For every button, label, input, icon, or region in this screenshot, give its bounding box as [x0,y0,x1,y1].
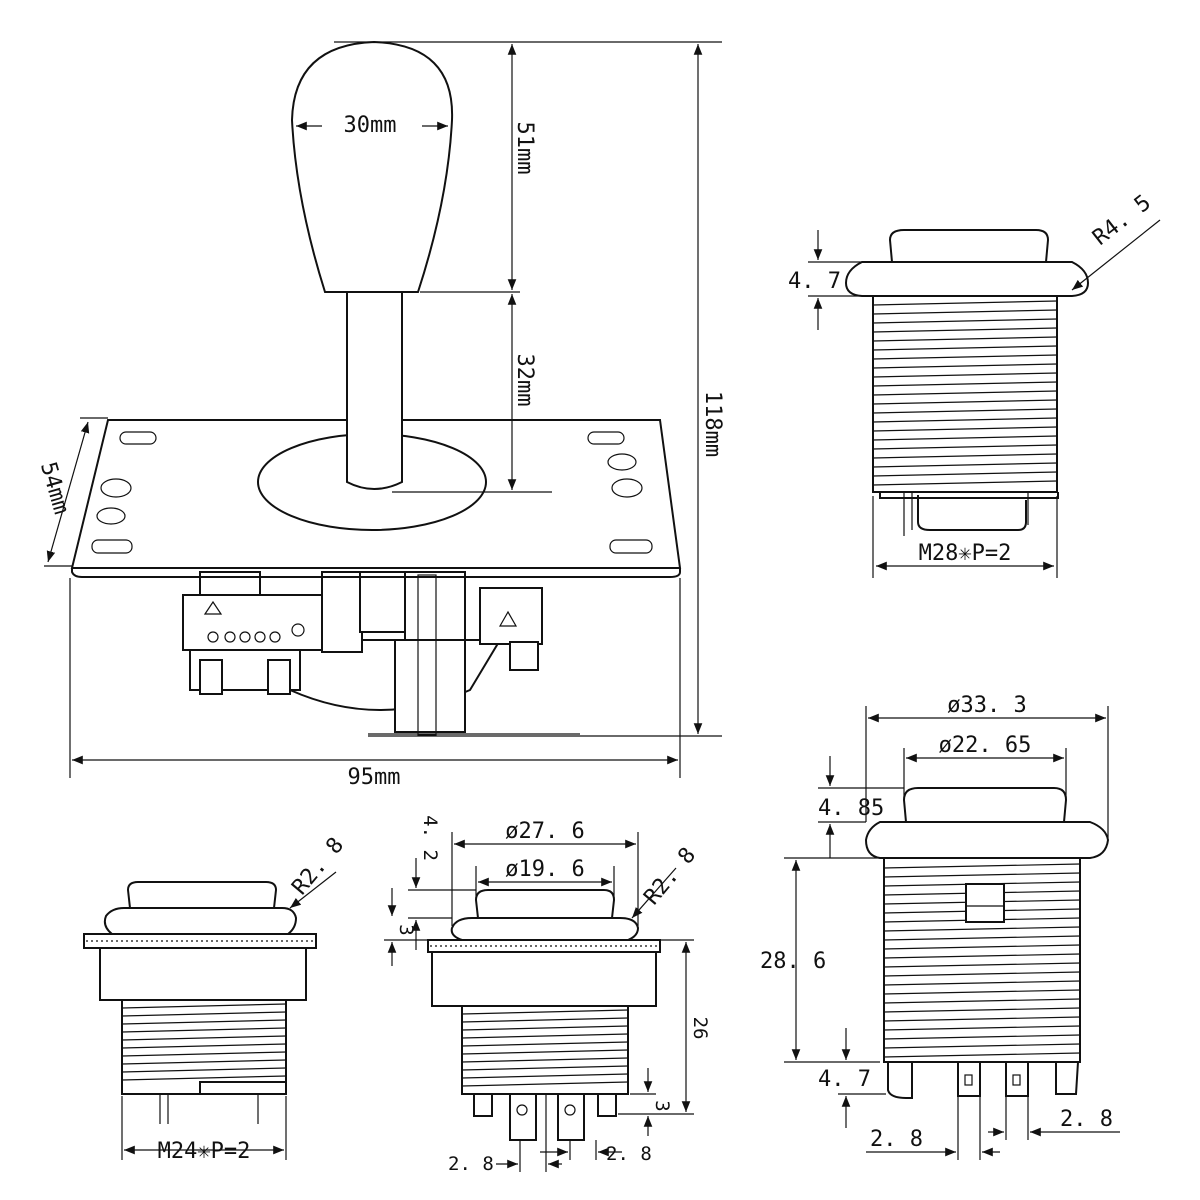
button-bottom-right-cap-height-label: 4. 85 [818,796,884,821]
button-bottom-right-body-height-label: 28. 6 [760,949,826,974]
button-bottom-middle-terminal-width-left-label: 2. 8 [448,1153,494,1175]
joystick-ball-width-label: 30mm [344,113,397,138]
button-bottom-middle-terminal-height-label: 3 [651,1100,673,1111]
button-top-right-radius-label: R4. 5 [1088,190,1156,250]
joystick-plate-depth-label: 54mm [35,459,74,517]
button-bottom-left-drawing: R2. 8 M24✳P=2 [83,833,349,1164]
button-bottom-left-thread-label: M24✳P=2 [158,1139,251,1164]
button-bottom-right-terminal-height-label: 4. 7 [818,1067,871,1092]
button-bottom-right-cap-diameter-label: ø22. 65 [939,733,1032,758]
joystick-overall-width-label: 95mm [348,765,401,790]
joystick-shaft-height-label: 32mm [512,354,537,407]
button-bottom-middle-terminal-width-right-label: 2. 8 [606,1143,652,1165]
button-bottom-middle-drawing: ø27. 6 ø19. 6 R2. 8 4. 2 3 26 3 [384,815,711,1175]
joystick-mechanism [182,571,580,736]
button-bottom-middle-body-height-label: 26 [689,1017,711,1040]
button-top-right-drawing: 4. 7 R4. 5 M28✳P=2 [788,190,1161,578]
button-bottom-right-terminal-width-right-label: 2. 8 [1060,1107,1113,1132]
button-bottom-middle-cap-height-label: 4. 2 [419,815,441,861]
button-bottom-middle-bezel-diameter-label: ø27. 6 [505,819,584,844]
joystick-overall-height-label: 118mm [700,391,725,457]
button-bottom-right-drawing: ø33. 3 ø22. 65 4. 85 28. 6 4. 7 2. 8 2. … [760,693,1120,1160]
joystick-drawing: 30mm 51mm 32mm 118mm 54mm 95mm [35,40,725,790]
button-bottom-right-terminal-width-left-label: 2. 8 [870,1127,923,1152]
button-bottom-middle-radius-label: R2. 8 [639,843,701,910]
button-bottom-middle-cap-diameter-label: ø19. 6 [505,857,584,882]
button-bottom-left-radius-label: R2. 8 [287,833,349,900]
joystick-handle [290,40,454,490]
joystick-ball-height-label: 51mm [512,122,537,175]
button-bottom-right-bezel-diameter-label: ø33. 3 [947,693,1026,718]
button-top-right-bezel-height-label: 4. 7 [788,269,841,294]
button-top-right-thread-label: M28✳P=2 [919,541,1012,566]
button-bottom-middle-bezel-height-label: 3 [395,924,417,935]
